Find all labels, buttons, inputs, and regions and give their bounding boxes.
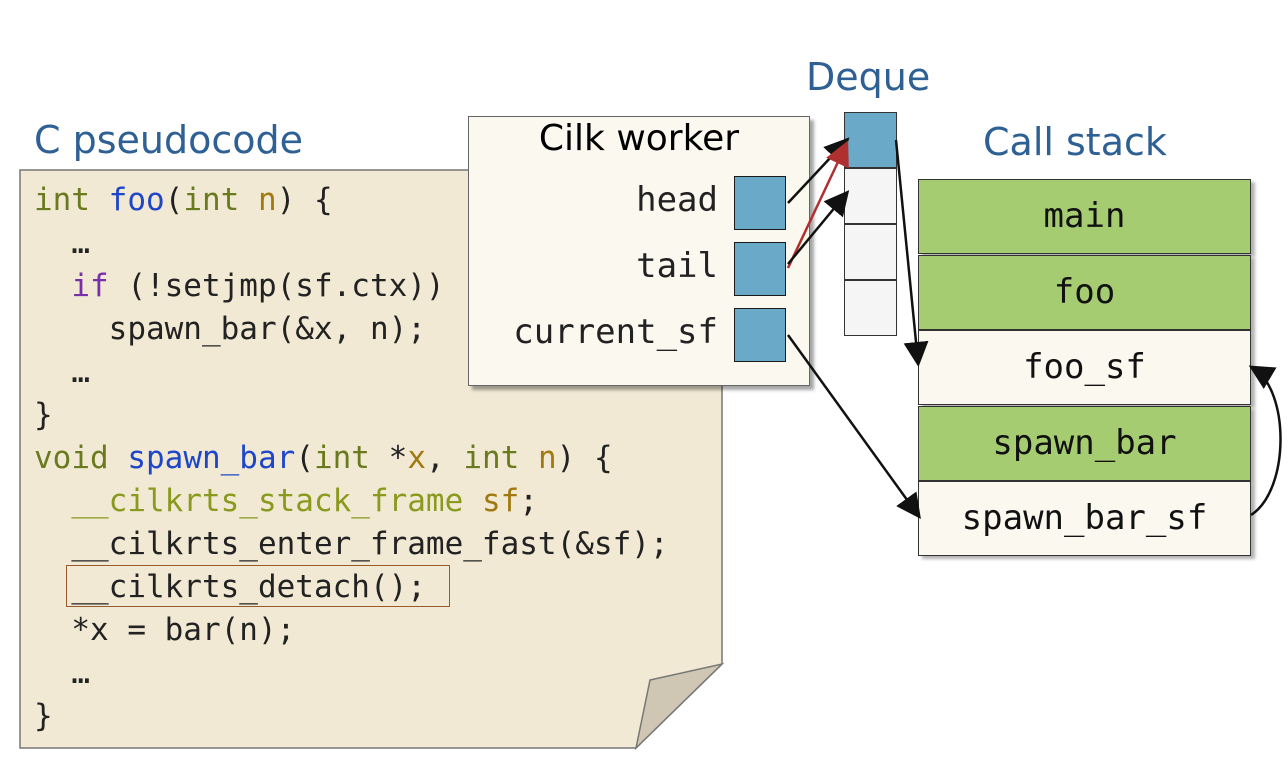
code-line: …	[34, 223, 90, 263]
code-token: spawn_bar(&x, n);	[34, 311, 426, 347]
code-line: void spawn_bar(int *x, int n) {	[34, 438, 613, 478]
code-line: int foo(int n) {	[34, 180, 333, 220]
code-token	[109, 440, 128, 476]
deque-slot	[844, 168, 897, 224]
current-sf-pointer-box	[734, 308, 786, 362]
code-token: ) {	[276, 182, 333, 218]
code-token: spawn_bar	[127, 440, 296, 476]
stack-frame: foo_sf	[918, 330, 1251, 405]
code-heading: C pseudocode	[34, 118, 304, 162]
code-token: foo	[108, 182, 165, 218]
code-token: n	[537, 440, 557, 476]
deque-to-foo-sf-arrow	[894, 139, 929, 367]
code-token: void	[34, 440, 109, 476]
code-token	[34, 483, 71, 519]
code-token: sf	[481, 483, 520, 519]
deque-slot	[844, 112, 897, 168]
code-token: __cilkrts_enter_frame_fast(&sf);	[34, 526, 669, 562]
code-token: __cilkrts_detach();	[34, 569, 426, 605]
stack-frame: foo	[918, 254, 1251, 330]
code-token: *x = bar(n);	[34, 612, 296, 648]
worker-field-current-sf: current_sf	[513, 312, 718, 352]
stack-frame: spawn_bar	[918, 405, 1251, 481]
code-token	[239, 182, 258, 218]
worker-field-head: head	[636, 180, 718, 220]
stack-frame: main	[918, 179, 1251, 254]
deque-heading: Deque	[806, 55, 931, 99]
code-token: x	[407, 440, 426, 476]
code-token: }	[34, 698, 53, 734]
code-token: }	[34, 397, 53, 433]
spawn-bar-sf-parent-arrow	[1248, 365, 1282, 517]
code-line: __cilkrts_detach();	[34, 567, 426, 607]
code-token: …	[34, 655, 90, 691]
code-token	[90, 182, 109, 218]
code-token: ;	[519, 483, 538, 519]
code-token: __cilkrts_stack_frame	[71, 483, 464, 519]
code-line: __cilkrts_enter_frame_fast(&sf);	[34, 524, 669, 564]
code-token: (!setjmp(sf.ctx))	[108, 268, 445, 304]
code-line: }	[34, 696, 53, 736]
code-token	[34, 268, 71, 304]
code-token: (	[295, 440, 314, 476]
code-token: int	[183, 182, 240, 218]
code-line: if (!setjmp(sf.ctx))	[34, 266, 445, 306]
code-token: int	[313, 440, 370, 476]
code-line: }	[34, 395, 53, 435]
code-token: n	[258, 182, 277, 218]
code-token: int	[463, 440, 520, 476]
stack-frame: spawn_bar_sf	[918, 481, 1251, 556]
head-pointer-box	[734, 176, 786, 230]
code-line: __cilkrts_stack_frame sf;	[34, 481, 538, 521]
code-line: …	[34, 653, 90, 693]
code-token: (	[164, 182, 184, 218]
code-line: …	[34, 352, 90, 392]
code-token: ) {	[556, 440, 613, 476]
code-token: *	[369, 440, 408, 476]
code-token	[463, 483, 482, 519]
code-token: if	[71, 268, 109, 304]
code-token	[519, 440, 538, 476]
code-line: *x = bar(n);	[34, 610, 295, 650]
call-stack-heading: Call stack	[983, 120, 1167, 164]
code-token: …	[34, 225, 90, 261]
deque-slot	[844, 224, 897, 280]
code-line: spawn_bar(&x, n);	[34, 309, 426, 349]
detach-highlight-box	[66, 565, 450, 607]
code-token: ,	[425, 440, 464, 476]
deque-slot	[844, 280, 897, 336]
code-token: …	[34, 354, 90, 390]
code-token: int	[34, 182, 90, 218]
tail-pointer-box	[734, 242, 786, 296]
cilk-worker-title: Cilk worker	[538, 118, 740, 159]
worker-field-tail: tail	[636, 246, 718, 286]
